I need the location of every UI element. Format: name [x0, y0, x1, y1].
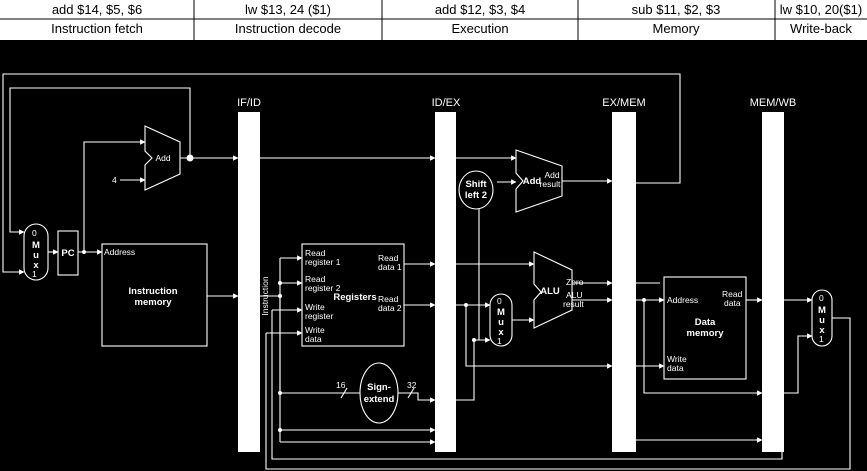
pipeline-register-label: IF/ID [237, 97, 261, 109]
regs-port-label: Read [378, 294, 399, 304]
stage-label: Instruction decode [235, 21, 341, 36]
instruction-label: lw $13, 24 ($1) [245, 2, 331, 17]
pipeline-register-memwb [762, 112, 784, 452]
mux-one-label: 1 [497, 336, 502, 346]
dmem-read-label: data [724, 298, 741, 308]
imem-title: Instruction [128, 286, 177, 297]
branch-adder-result-label: Add [544, 170, 559, 180]
stage-label: Execution [451, 21, 508, 36]
mux-zero-label: 0 [497, 296, 502, 306]
alu-label: ALU [540, 286, 560, 297]
regs-port-label: data 1 [378, 262, 402, 272]
header-band: add $14, $5, $6 lw $13, 24 ($1) add $12,… [0, 0, 867, 40]
pipeline-registers: IF/ID ID/EX EX/MEM MEM/WB [237, 97, 796, 452]
mux-zero-label: 0 [32, 228, 37, 238]
alu-mux: 0 M u x 1 [489, 293, 513, 347]
mux-letter: x [819, 325, 825, 336]
imem-address-label: Address [104, 247, 135, 257]
bit-width-label: 32 [407, 380, 417, 390]
instruction-memory: Address Instruction memory [101, 243, 208, 347]
instruction-label: add $14, $5, $6 [52, 2, 142, 17]
pipeline-register-label: EX/MEM [602, 97, 645, 109]
sign-extend-label: extend [364, 394, 395, 405]
pipeline-register-label: ID/EX [432, 97, 461, 109]
stage-label: Memory [653, 21, 700, 36]
mux-letter: M [818, 305, 826, 316]
mux-one-label: 1 [819, 334, 824, 344]
mux-letter: x [33, 260, 39, 271]
dmem-title: Data [695, 317, 716, 328]
shift-label: left 2 [465, 190, 487, 201]
shift-label: Shift [465, 179, 487, 190]
regs-port-label: Write [305, 325, 325, 335]
stage-label: Instruction fetch [51, 21, 143, 36]
dmem-address-label: Address [667, 295, 698, 305]
data-memory: Address Read data Data memory Write data [663, 276, 747, 380]
pc-label: PC [61, 248, 74, 259]
fetch-adder: Add 4 [112, 125, 181, 191]
regs-port-label: register [305, 311, 334, 321]
mux-letter: u [498, 317, 504, 328]
regs-port-label: Read [378, 253, 399, 263]
regs-port-label: data 2 [378, 303, 402, 313]
instruction-label: sub $11, $2, $3 [632, 2, 721, 17]
alu-zero-label: Zero [566, 277, 584, 287]
instruction-label: lw $10, 20($1) [780, 2, 862, 17]
regs-port-label: Read [305, 274, 326, 284]
imem-title: memory [135, 297, 173, 308]
dmem-write-label: data [667, 363, 684, 373]
sign-extend-unit: Sign- extend 16 32 [336, 362, 417, 424]
dmem-title: memory [687, 328, 725, 339]
mux-zero-label: 0 [819, 293, 824, 303]
regs-port-label: Write [305, 302, 325, 312]
regs-port-label: data [305, 334, 322, 344]
fetch-adder-label: Add [155, 153, 170, 163]
pipeline-register-exmem [612, 112, 636, 452]
regs-port-label: Read [305, 248, 326, 258]
program-counter: PC [57, 230, 79, 276]
alu-result-label: ALU [566, 290, 583, 300]
mux-letter: M [32, 240, 40, 251]
register-file: Read register 1 Read register 2 Write re… [301, 243, 405, 347]
dmem-read-label: Read [722, 289, 743, 299]
writeback-mux: 0 M u x 1 [811, 289, 833, 347]
bit-width-label: 16 [336, 380, 346, 390]
pipeline-register-label: MEM/WB [750, 97, 796, 109]
regs-title: Registers [333, 292, 376, 303]
branch-adder: Add Add result [515, 149, 563, 213]
alu-result-label: result [563, 299, 584, 309]
mux-letter: M [497, 307, 505, 318]
regs-port-label: register 1 [305, 257, 341, 267]
stage-label: Write-back [790, 21, 852, 36]
pipeline-register-ifid [238, 112, 260, 452]
sign-extend-label: Sign- [367, 382, 391, 393]
instruction-wire-label: Instruction [260, 276, 270, 315]
pipeline-register-idex [435, 112, 456, 452]
instruction-label: add $12, $3, $4 [435, 2, 525, 17]
branch-adder-result-label: result [540, 179, 561, 189]
mux-letter: x [498, 327, 504, 338]
dmem-write-label: Write [667, 354, 687, 364]
junction-dots [82, 154, 646, 432]
regs-port-label: register 2 [305, 283, 341, 293]
constant-four: 4 [112, 175, 117, 185]
mux-letter: u [33, 250, 39, 261]
alu: ALU Zero ALU result [533, 251, 584, 329]
wires [2, 73, 851, 470]
mux-letter: u [819, 315, 825, 326]
shift-left-2-unit: Shift left 2 [458, 170, 494, 210]
branch-adder-label: Add [523, 176, 542, 187]
pc-mux: 0 M u x 1 [23, 223, 49, 281]
mux-one-label: 1 [32, 269, 37, 279]
